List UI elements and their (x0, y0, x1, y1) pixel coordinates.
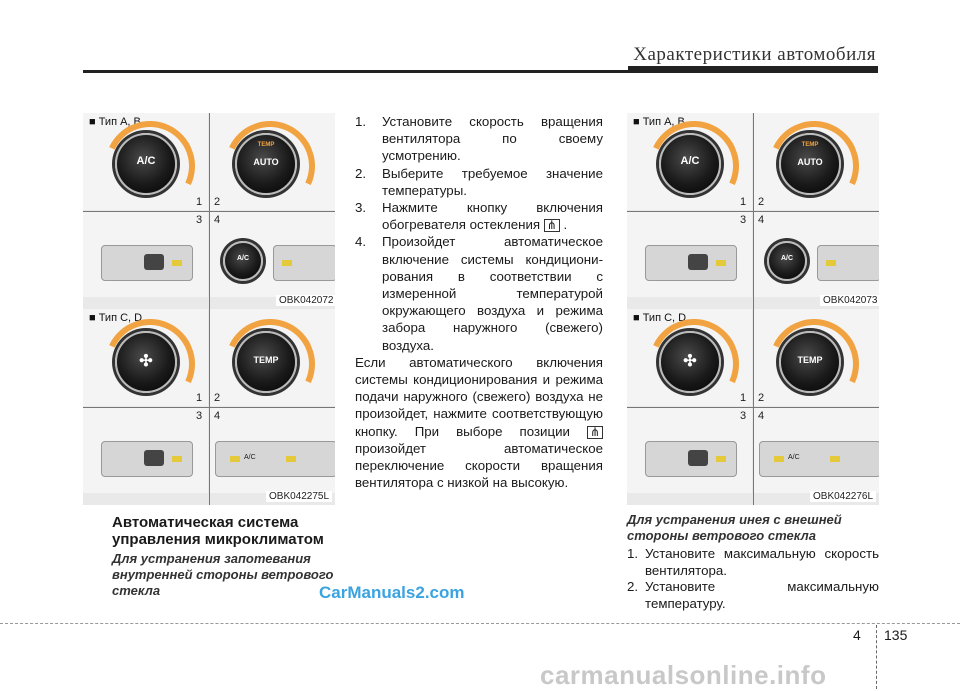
step-1: 1.Установите скорость вращения вентилято… (355, 114, 603, 164)
right-subheading: Для устранения инея с внешней стороны ве… (627, 512, 842, 543)
fan-knob-icon: A/C (115, 133, 177, 195)
step-2: 2.Выберите требуемое значение температур… (355, 165, 603, 198)
right-step-1: 1.Установите максимальную скорость венти… (627, 546, 879, 578)
defrost-panel-icon (645, 441, 737, 477)
type-label: ■ Тип C, D (89, 312, 143, 324)
instructions-column: 1.Установите скорость вращения вентилято… (355, 113, 604, 491)
defrost-icon: ⋔ (543, 219, 560, 233)
type-label: ■ Тип A, B (89, 116, 141, 128)
type-label: ■ Тип A, B (633, 116, 685, 128)
footer-rule (0, 623, 960, 624)
small-ac-knob-icon: A/C (767, 241, 807, 281)
ac-recirc-panel-icon: A/C (759, 441, 879, 477)
defrost-icon: ⋔ (586, 425, 604, 439)
figure-code: OBK042072 (276, 295, 335, 306)
step-3: 3.Нажмите кнопку включения обогревателя … (355, 200, 603, 233)
small-ac-knob-icon: A/C (223, 241, 263, 281)
fan-knob-icon: ✣ (659, 331, 721, 393)
defrost-panel-icon (645, 245, 737, 281)
right-step-2: 2.Установите максимальную температуру. (627, 579, 879, 611)
figure-code: OBK042276L (810, 491, 877, 502)
watermark-carmanuals2[interactable]: CarManuals2.com (319, 583, 465, 602)
figure-code: OBK042275L (266, 491, 333, 502)
header-title: Характеристики автомобиля (633, 44, 876, 65)
recirc-panel-icon (273, 245, 335, 281)
fan-knob-icon: A/C (659, 133, 721, 195)
section-subheading: Для устранения запотевания внутренней ст… (112, 551, 334, 598)
step-4: 4.Произойдет автоматическое включение си… (355, 234, 603, 353)
fan-knob-icon: ✣ (115, 331, 177, 393)
type-label: ■ Тип C, D (633, 312, 687, 324)
right-steps: 1.Установите максимальную скорость венти… (627, 546, 879, 612)
auto-paragraph: Если автоматического включения системы к… (355, 354, 604, 491)
header-rule (83, 70, 878, 73)
figure-code: OBK042073 (820, 295, 879, 306)
defrost-panel-icon (101, 441, 193, 477)
page-divider (876, 625, 878, 689)
figure-right-bottom: ■ Тип C, D ✣ TEMP 1 2 3 4 A/C OBK042276L (627, 309, 879, 505)
figure-left-bottom: ■ Тип C, D ✣ TEMP 1 2 3 4 A/C OBK042275L (83, 309, 335, 505)
temp-knob-icon: TEMP (779, 331, 841, 393)
header-rule-accent (628, 66, 878, 71)
defrost-panel-icon (101, 245, 193, 281)
chapter-number: 4 (853, 627, 861, 643)
page-number: 135 (884, 627, 908, 643)
ac-recirc-panel-icon: A/C (215, 441, 335, 477)
watermark-carmanualsonline[interactable]: carmanualsonline.info (540, 660, 827, 690)
section-heading: Автоматическая система управления микрок… (112, 514, 324, 548)
recirc-panel-icon (817, 245, 879, 281)
temp-knob-icon: TEMP (235, 331, 297, 393)
